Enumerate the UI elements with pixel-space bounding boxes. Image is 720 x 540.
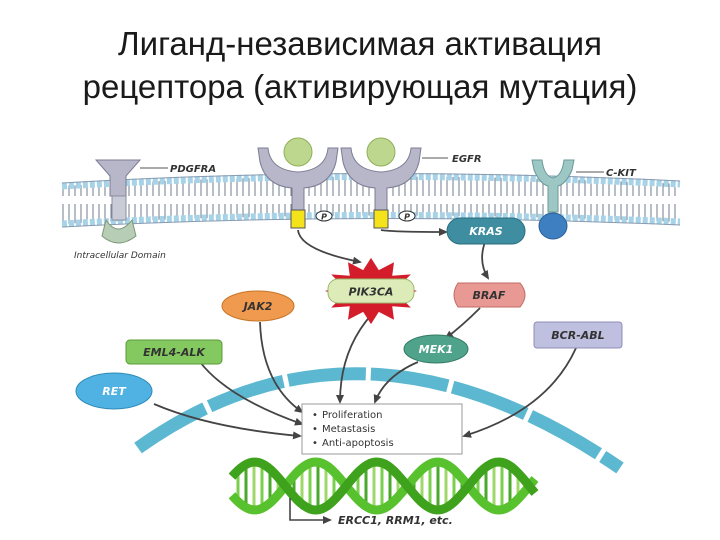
ckit-label: C-KIT	[606, 168, 637, 179]
outcomes-list: • Proliferation • Metastasis • Anti-apop…	[312, 410, 394, 449]
arrow-braf-mek1	[444, 307, 481, 340]
nuclear-envelope	[134, 367, 624, 474]
outcome-item: •	[312, 410, 318, 421]
egfr-ligand-left	[283, 137, 313, 167]
phospho-badge-right	[398, 210, 416, 222]
intracellular-domain-label: Intracellular Domain	[74, 251, 166, 261]
kras-node	[446, 217, 526, 245]
egfr-kinase-right	[373, 209, 389, 229]
dna-gene-label: ERCC1, RRM1, etc.	[338, 514, 453, 527]
eml4-alk-node	[125, 339, 223, 365]
jak2-node	[221, 290, 295, 322]
arrow-mek1-outcomes	[373, 361, 419, 404]
phospho-badge-left	[315, 210, 333, 222]
ckit-receptor	[531, 159, 604, 240]
arrow-kras-braf	[480, 241, 490, 280]
outcome-label: Anti-apoptosis	[322, 438, 394, 449]
braf-node	[453, 282, 526, 308]
slide-title-line-1: Лиганд-независимая активация	[118, 25, 602, 62]
pik3ca-node	[325, 257, 417, 325]
arrow-ret-outcomes	[153, 403, 302, 440]
arrow-bcrabl-outcomes	[462, 347, 577, 438]
arrow-jak2-outcomes	[259, 321, 304, 414]
outcomes-box	[301, 403, 463, 455]
arrow-egfr-kras	[380, 227, 448, 236]
braf-label: BRAF	[473, 289, 506, 302]
arrow-egfr-pik3ca	[297, 229, 362, 265]
outcome-item: •	[312, 438, 318, 449]
jak2-label: JAK2	[242, 300, 273, 313]
ret-label: RET	[102, 385, 127, 398]
dna-helix	[228, 457, 539, 515]
pdgfra-label: PDGFRA	[170, 164, 216, 175]
phospho-label-right: P	[404, 213, 410, 222]
ret-node	[75, 372, 153, 410]
egfr-ligand-right	[366, 137, 396, 167]
dna-bracket-arrow	[289, 498, 332, 524]
eml4-alk-label: EML4-ALK	[143, 346, 206, 359]
egfr-receptor-dimer	[257, 137, 448, 229]
kras-label: KRAS	[469, 225, 503, 238]
bcr-abl-node	[533, 321, 623, 349]
egfr-kinase-left	[290, 209, 306, 229]
pathway-arrows	[153, 227, 577, 440]
outcome-label: Proliferation	[322, 410, 383, 421]
mek1-label: MEK1	[419, 343, 454, 356]
pdgfra-receptor	[94, 159, 168, 244]
dna-strand-b	[228, 457, 539, 515]
phospho-label-left: P	[321, 213, 327, 222]
pik3ca-label: PIK3CA	[349, 286, 394, 299]
outcome-label: Metastasis	[322, 424, 375, 435]
arrow-pik3ca-outcomes	[336, 313, 373, 404]
arrow-eml4alk-outcomes	[199, 361, 304, 426]
outcome-item: •	[312, 424, 318, 435]
slide-title: Лиганд-независимая активация рецептора (…	[0, 22, 720, 108]
slide-title-line-2: рецептора (активирующая мутация)	[82, 68, 638, 105]
mek1-node	[403, 334, 469, 364]
egfr-label: EGFR	[452, 154, 482, 165]
bcr-abl-label: BCR-ABL	[551, 329, 604, 342]
